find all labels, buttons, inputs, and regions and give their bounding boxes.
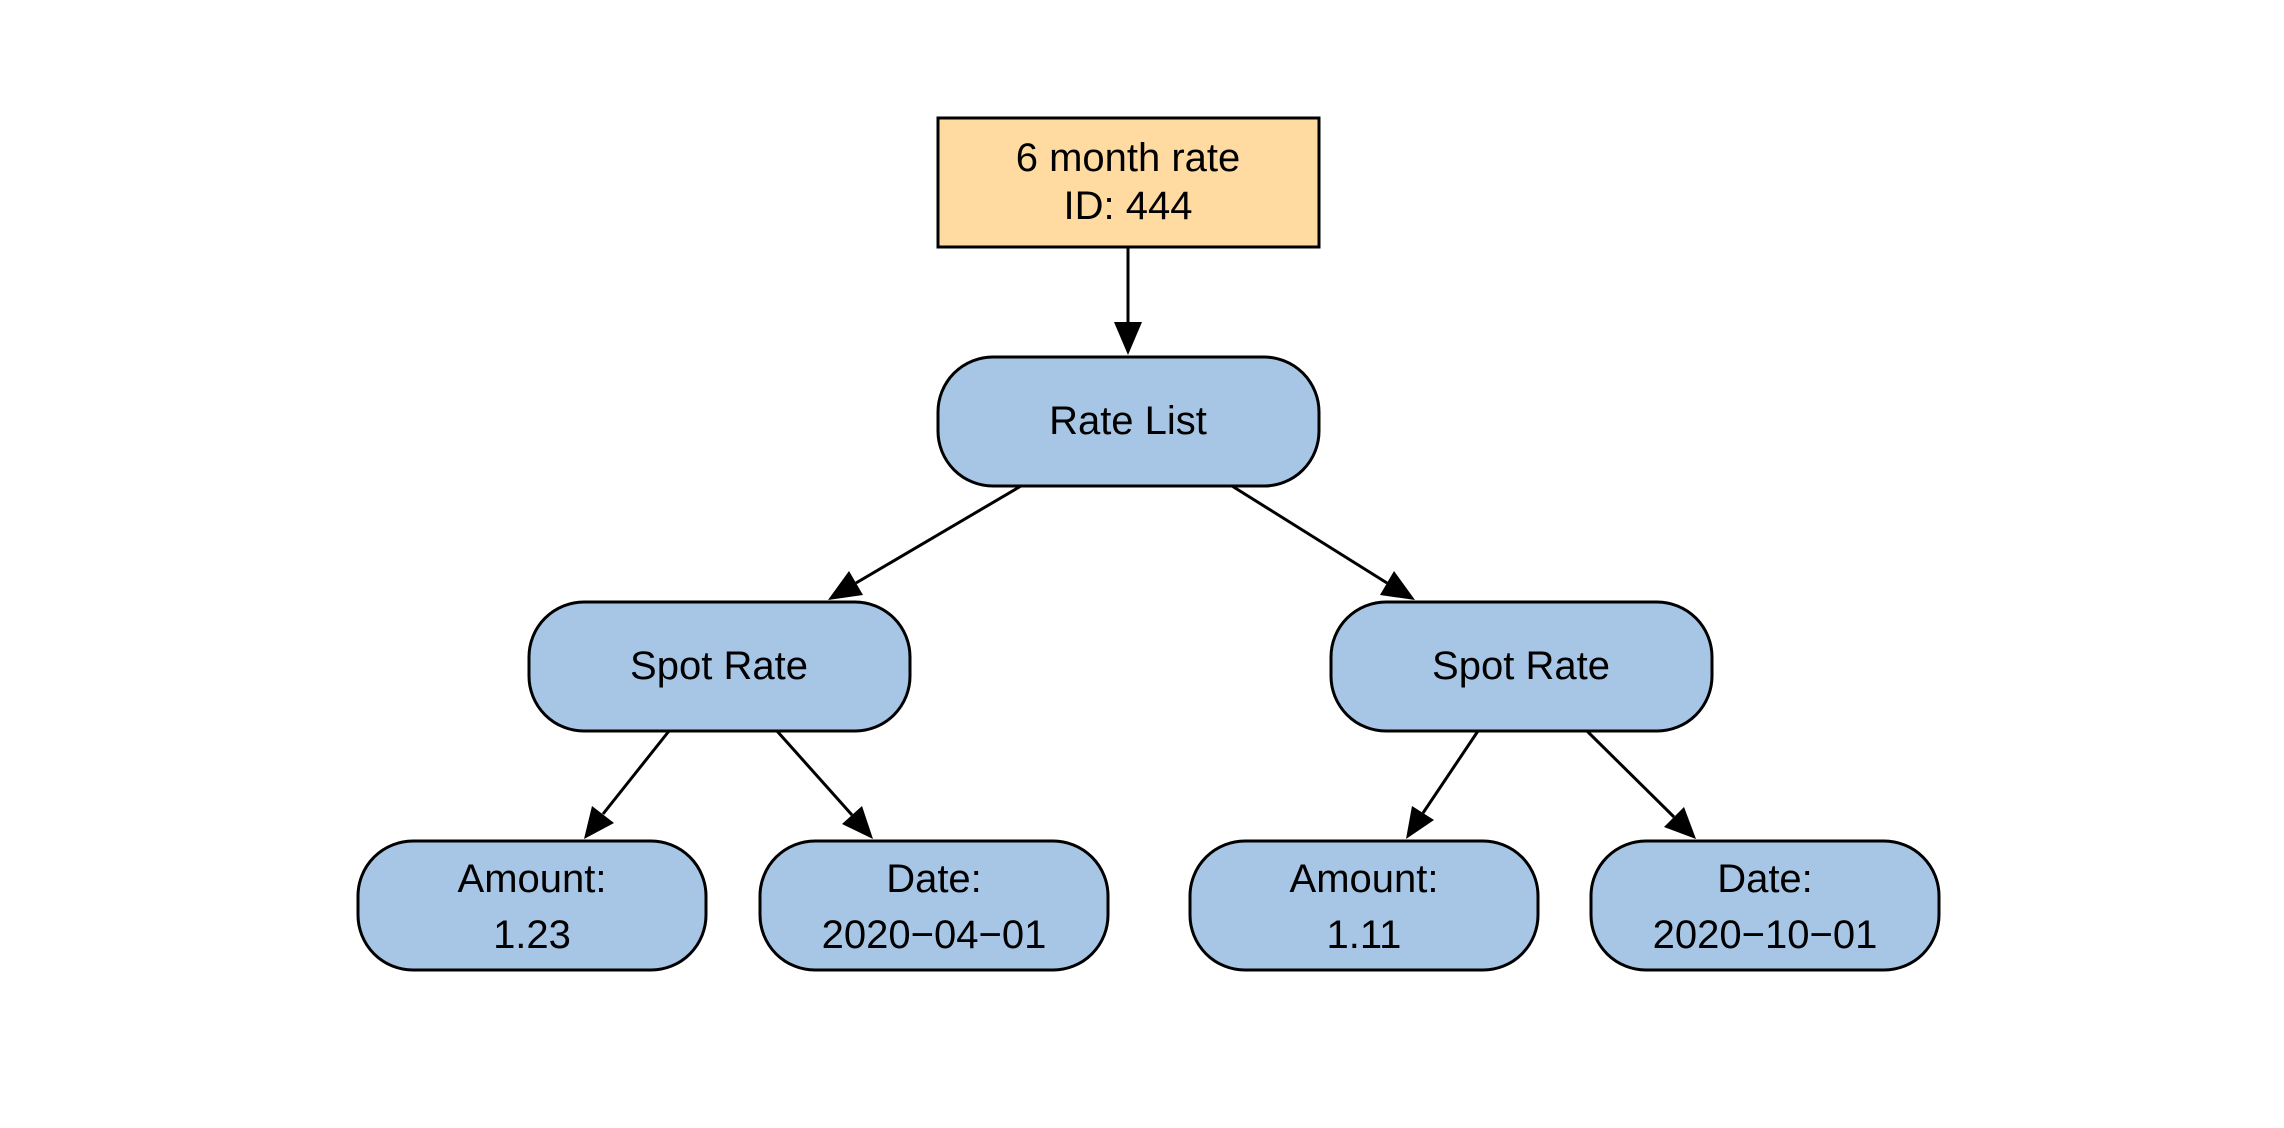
amount-label-2: Amount: <box>1290 857 1439 901</box>
amount-value-2: 1.11 <box>1327 913 1402 957</box>
arrowhead-date-2 <box>1664 807 1696 839</box>
amount-node-2: Amount: 1.11 <box>1188 839 1540 972</box>
date-box-1 <box>758 839 1110 972</box>
root-box <box>936 116 1321 249</box>
edge-spot-rate-2-to-amount-2 <box>1421 730 1480 814</box>
arrowhead-spot-rate-2 <box>1380 571 1415 600</box>
spot-rate-label-1: Spot Rate <box>630 644 808 688</box>
spot-rate-node-2: Spot Rate <box>1329 600 1714 733</box>
rate-list-box <box>936 355 1321 488</box>
edge-rate-list-to-spot-rate-2 <box>1231 484 1388 585</box>
date-label-2: Date: <box>1717 857 1813 901</box>
root-title: 6 month rate <box>1016 136 1241 180</box>
edge-spot-rate-2-to-date-2 <box>1585 729 1676 819</box>
date-value-2: 2020−10−01 <box>1653 913 1878 957</box>
arrowhead-amount-1 <box>584 806 614 839</box>
amount-box-2 <box>1188 839 1540 972</box>
amount-label-1: Amount: <box>458 857 607 901</box>
amount-box-1 <box>356 839 708 972</box>
date-box-2 <box>1589 839 1941 972</box>
date-node-2: Date: 2020−10−01 <box>1589 839 1941 972</box>
root-node: 6 month rate ID: 444 <box>936 116 1321 249</box>
arrowhead-amount-2 <box>1406 806 1434 839</box>
spot-rate-label-2: Spot Rate <box>1432 644 1610 688</box>
edge-spot-rate-1-to-amount-1 <box>601 730 671 815</box>
date-node-1: Date: 2020−04−01 <box>758 839 1110 972</box>
edge-rate-list-to-spot-rate-1 <box>855 484 1022 585</box>
spot-rate-node-1: Spot Rate <box>527 600 912 733</box>
arrowhead-spot-rate-1 <box>828 571 863 600</box>
date-value-1: 2020−04−01 <box>822 913 1047 957</box>
spot-rate-box-1 <box>527 600 912 733</box>
edge-spot-rate-1-to-date-1 <box>775 730 854 816</box>
date-label-1: Date: <box>886 857 982 901</box>
edges <box>584 247 1696 839</box>
spot-rate-box-2 <box>1329 600 1714 733</box>
amount-node-1: Amount: 1.23 <box>356 839 708 972</box>
amount-value-1: 1.23 <box>493 913 571 957</box>
rate-list-label: Rate List <box>1049 399 1207 443</box>
arrowhead-rate-list <box>1114 322 1142 355</box>
rate-list-node: Rate List <box>936 355 1321 488</box>
arrowhead-date-1 <box>842 806 873 839</box>
root-id: ID: 444 <box>1064 184 1193 228</box>
